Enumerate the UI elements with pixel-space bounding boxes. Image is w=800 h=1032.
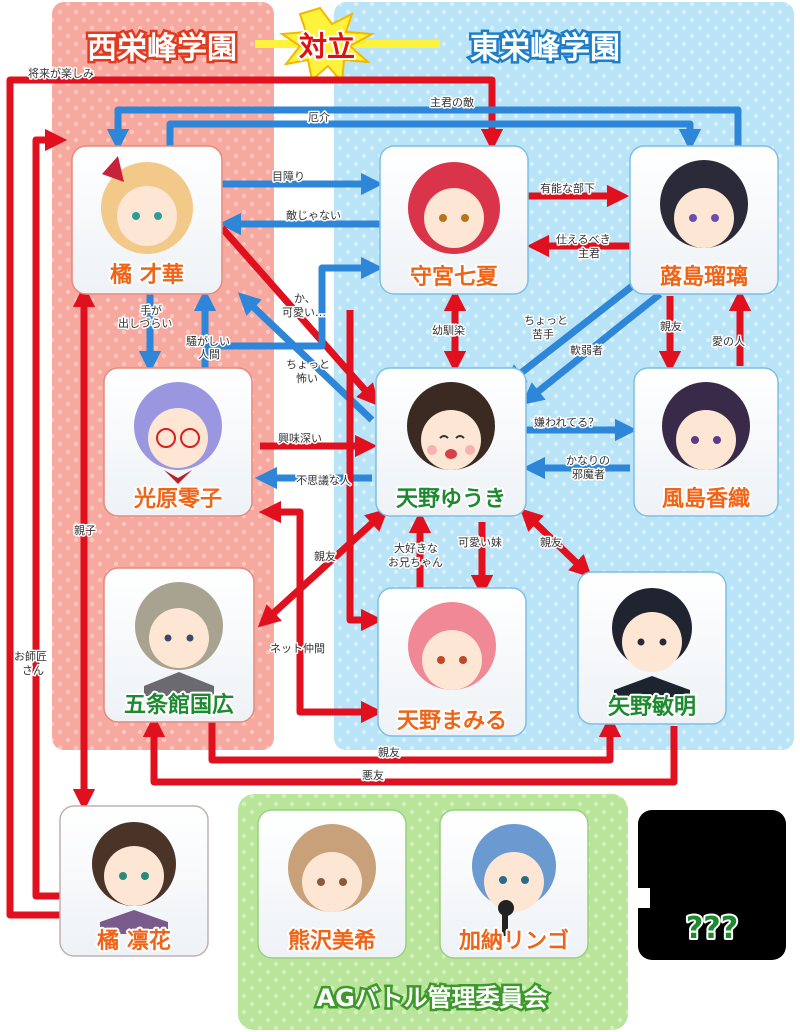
label-tsukaeru-1: 仕えるべき (556, 233, 611, 246)
portrait-miki (288, 824, 376, 912)
portrait-rinka (92, 822, 176, 934)
card-ringo[interactable]: 加納リンゴ (439, 809, 589, 959)
portrait-kunihiro (135, 582, 223, 696)
portrait-natsu (408, 162, 500, 254)
label-daisuki-1: 大好きな (394, 541, 438, 555)
card-yuuki[interactable]: 天野ゆうき (375, 367, 527, 517)
label-chotto-kowai-2: 怖い (296, 371, 318, 385)
card-unknown[interactable]: ??? (636, 810, 786, 960)
east-school-label: 東栄峰学園 (470, 31, 620, 66)
portrait-mamiru (408, 602, 496, 690)
arrow-shinyuu-c (519, 508, 593, 578)
label-te-ga-2: 出しづらい (118, 316, 172, 330)
name-ruri: 蕗島瑠璃 (660, 264, 748, 290)
name-toshiaki: 矢野敏明 (608, 694, 696, 720)
versus-label: 対立 (299, 30, 355, 63)
label-jamamono-1: かなりの (566, 454, 610, 467)
card-rinka[interactable]: 橘 凛花 (59, 805, 209, 957)
character-cards: 橘 才華 守宮七夏 蕗島瑠璃 (59, 145, 786, 960)
name-ringo: 加納リンゴ (458, 928, 569, 954)
name-natsu: 守宮七夏 (410, 264, 499, 290)
name-rinka: 橘 凛花 (97, 928, 171, 954)
label-shinyuu-d: 親友 (378, 745, 400, 759)
arrow-shourai (6, 76, 504, 919)
arrow-sawagashii-natsu (205, 256, 384, 350)
name-miki: 熊沢美希 (288, 928, 376, 954)
card-toshiaki[interactable]: 矢野敏明 (577, 571, 727, 725)
label-net-nakama: ネット仲間 (270, 641, 325, 655)
arrow-oshishou (32, 128, 68, 900)
arrow-yakkai (166, 120, 702, 152)
card-mamiru[interactable]: 天野まみる (377, 587, 527, 737)
label-daisuki-2: お兄ちゃん (388, 556, 443, 569)
label-tsukaeru-2: 主君 (578, 247, 600, 260)
arrow-net-nakama (258, 500, 384, 724)
label-chotto-nigate-1: ちょっと (524, 314, 568, 327)
unknown-silhouette-notch (636, 888, 650, 908)
label-kawaii-1: か、 (294, 292, 316, 305)
name-yuuki: 天野ゆうき (396, 487, 506, 512)
label-teki-janai: 敵じゃない (286, 209, 341, 222)
name-reiko: 光原零子 (133, 487, 222, 512)
label-oshishou-1: お師匠 (14, 650, 47, 663)
label-sawagashii-2: 人間 (198, 348, 220, 361)
committee-label: AGバトル管理委員会 (317, 984, 548, 1012)
arrow-akuyuu (142, 714, 678, 786)
portrait-toshiaki (612, 588, 692, 700)
arrow-nanjakusha (521, 291, 663, 405)
card-kunihiro[interactable]: 五条館国広 (103, 567, 255, 723)
card-miki[interactable]: 熊沢美希 (257, 809, 407, 959)
label-yuunou: 有能な部下 (540, 181, 595, 195)
card-saika[interactable]: 橘 才華 (71, 145, 223, 295)
label-shourai: 将来が楽しみ (28, 66, 94, 80)
label-shinyuu-b: 親友 (314, 549, 336, 563)
label-shinyuu-c: 親友 (540, 535, 562, 549)
label-oshishou-2: さん (22, 664, 44, 677)
portrait-yuuki (407, 382, 495, 470)
name-saika: 橘 才華 (110, 262, 184, 288)
label-oyako: 親子 (74, 524, 96, 537)
relation-labels: 将来が楽しみ 主君の敵 厄介 目障り 敵じゃない 有能な部下 仕えるべき 主君 … (13, 65, 747, 784)
label-kawaii-imouto: 可愛い妹 (458, 536, 502, 549)
label-shinyuu-a: 親友 (660, 319, 682, 333)
label-sawagashii-1: 騒がしい (186, 334, 230, 348)
name-unknown: ??? (686, 911, 738, 946)
label-kirawarete: 嫌われてる？ (534, 415, 599, 429)
label-ai-no-hito: 愛の人 (712, 335, 745, 348)
arrow-shinyuu-d (208, 714, 622, 764)
label-fushigi: 不思議な人 (296, 473, 351, 487)
label-yakkai: 厄介 (308, 111, 330, 124)
arrow-shukun-no-teki (106, 106, 742, 152)
label-jamamono-2: 邪魔者 (572, 467, 605, 481)
card-kaori[interactable]: 風島香織 (633, 367, 779, 517)
portrait-reiko (134, 382, 222, 484)
label-nanjakusha: 軟弱者 (570, 343, 603, 357)
card-reiko[interactable]: 光原零子 (103, 367, 253, 517)
portrait-saika (101, 156, 193, 254)
label-kawaii-2: 可愛い… (282, 306, 326, 319)
versus-burst (255, 6, 440, 85)
label-shukun-no-teki: 主君の敵 (430, 96, 474, 109)
portrait-ruri (660, 160, 748, 248)
label-te-ga-1: 手が (140, 303, 162, 317)
west-school-label: 西栄峰学園 (87, 31, 237, 66)
label-kyoumi: 興味深い (278, 432, 322, 445)
portrait-kaori (662, 382, 750, 470)
card-natsu[interactable]: 守宮七夏 (379, 145, 529, 295)
card-ruri[interactable]: 蕗島瑠璃 (629, 145, 779, 295)
relation-arrows (6, 76, 752, 919)
portrait-ringo (472, 824, 556, 936)
label-akuyuu: 悪友 (362, 768, 384, 782)
name-kaori: 風島香織 (662, 486, 750, 512)
name-mamiru: 天野まみる (397, 709, 507, 734)
name-kunihiro: 五条館国広 (124, 692, 234, 718)
arrow-yuuki-mamiru-side (346, 310, 384, 632)
label-mezawari: 目障り (272, 169, 305, 183)
label-chotto-kowai-1: ちょっと (286, 358, 330, 371)
arrow-chotto-nigate (503, 277, 643, 387)
label-chotto-nigate-2: 苦手 (532, 327, 554, 341)
label-osananajimi: 幼馴染 (432, 323, 465, 337)
